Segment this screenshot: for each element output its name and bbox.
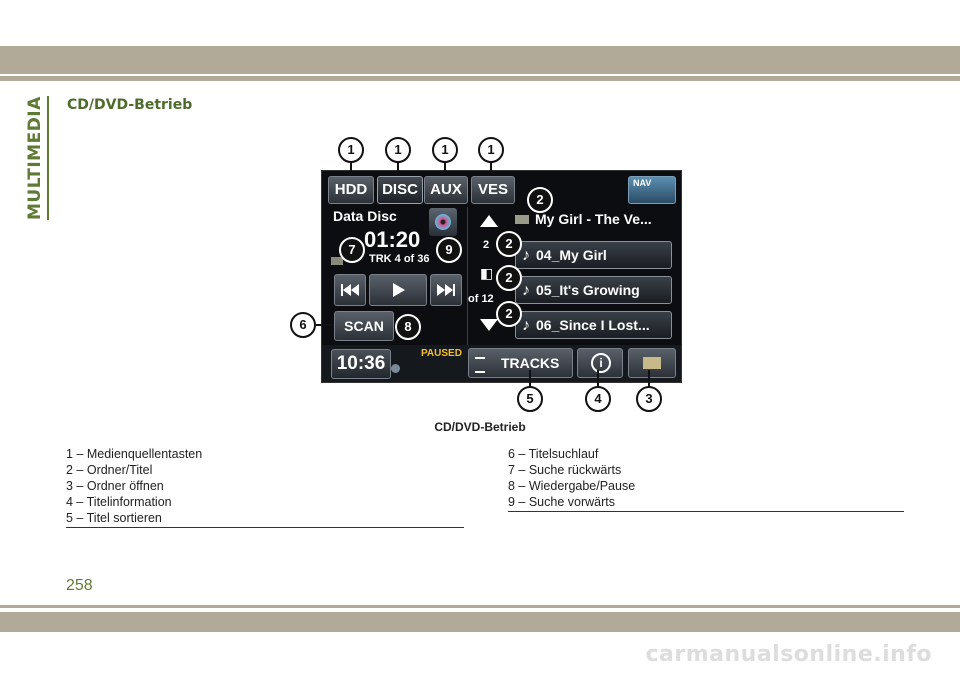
music-note-icon: ♪ [522,317,530,334]
next-icon [437,284,455,296]
callout-4: 4 [585,386,611,412]
legend-rule [508,511,904,512]
callout-3: 3 [636,386,662,412]
callout-1: 1 [338,137,364,163]
info-button: i [577,348,623,378]
callout-2: 2 [496,301,522,327]
side-tab-label: MULTIMEDIA [25,96,45,220]
tab-disc: DISC [377,176,423,204]
open-folder-button [628,348,676,378]
info-icon: i [591,353,611,373]
disc-icon [429,208,457,236]
callout-7: 7 [339,237,365,263]
header-stripe [0,76,960,81]
leader-line [597,370,599,387]
screen-divider [467,207,468,345]
nav-button: NAV [628,176,676,204]
legend-item: 5 – Titel sortieren [66,511,162,525]
page-number: 258 [66,577,93,594]
tracks-button-label: TRACKS [501,355,560,371]
radio-screen-figure: HDD DISC AUX VES NAV Data Disc 01:20 TRK… [321,170,682,383]
section-title: CD/DVD-Betrieb [67,97,193,113]
prev-icon [341,284,359,296]
prev-track-button [334,274,366,306]
back-icon: ◧ [480,265,494,281]
tab-aux: AUX [424,176,468,204]
elapsed-time: 01:20 [364,227,421,252]
leader-line [529,370,531,387]
list-total: of 12 [468,293,494,305]
leader-line [397,162,399,174]
disc-label: Data Disc [333,208,397,224]
callout-1: 1 [478,137,504,163]
legend-item: 2 – Ordner/Titel [66,463,153,477]
callout-2: 2 [527,187,553,213]
list-index: 2 [483,239,490,251]
track-row: ♪ 06_Since I Lost... [515,311,672,339]
callout-5: 5 [517,386,543,412]
legend-item: 1 – Medienquellentasten [66,447,203,461]
header-band [0,46,960,74]
track-row: ♪ 05_It's Growing [515,276,672,304]
open-folder-icon [643,357,661,369]
nav-label: NAV [633,178,652,188]
callout-1: 1 [385,137,411,163]
folder-name: My Girl - The Ve... [535,211,652,227]
section-side-tab: MULTIMEDIA [24,96,46,220]
list-icon [475,357,485,373]
tracks-button: TRACKS [468,348,573,378]
tab-ves: VES [471,176,515,204]
watermark: carmanualsonline.info [645,642,932,667]
figure-caption: CD/DVD-Betrieb [434,420,526,434]
leader-line [648,370,650,387]
folder-icon [515,215,529,224]
footer-band [0,612,960,632]
callout-1: 1 [432,137,458,163]
legend-item: 9 – Suche vorwärts [508,495,615,509]
music-note-icon: ♪ [522,282,530,299]
folder-small-icon [331,257,343,265]
callout-6: 6 [290,312,316,338]
legend-item: 3 – Ordner öffnen [66,479,164,493]
leader-line [444,162,446,174]
legend-rule [66,527,464,528]
leader-line [350,162,352,174]
track-name: 04_My Girl [536,247,607,263]
callout-9: 9 [436,237,462,263]
scroll-down-icon [480,319,498,331]
legend-item: 7 – Suche rückwärts [508,463,622,477]
track-row: ♪ 04_My Girl [515,241,672,269]
globe-icon [391,364,400,373]
tab-hdd: HDD [328,176,374,204]
legend-item: 8 – Wiedergabe/Pause [508,479,636,493]
leader-line [490,162,492,174]
track-info: TRK 4 of 36 [369,253,430,265]
leader-line [316,324,334,326]
next-track-button [430,274,462,306]
side-tab-rule [47,96,49,220]
clock: 10:36 [331,349,391,379]
callout-2: 2 [496,265,522,291]
legend-right: 6 – Titelsuchlauf 7 – Suche rückwärts 8 … [508,446,635,510]
callout-8: 8 [395,314,421,340]
play-pause-button [369,274,427,306]
play-icon [393,283,405,297]
legend-item: 4 – Titelinformation [66,495,172,509]
track-name: 06_Since I Lost... [536,317,650,333]
legend-left: 1 – Medienquellentasten 2 – Ordner/Titel… [66,446,202,526]
status-paused: PAUSED [421,348,462,359]
legend-item: 6 – Titelsuchlauf [508,447,599,461]
track-name: 05_It's Growing [536,282,640,298]
scan-button: SCAN [334,311,394,341]
music-note-icon: ♪ [522,247,530,264]
folder-row: My Girl - The Ve... [515,211,652,227]
footer-stripe [0,605,960,608]
scroll-up-icon [480,215,498,227]
callout-2: 2 [496,231,522,257]
